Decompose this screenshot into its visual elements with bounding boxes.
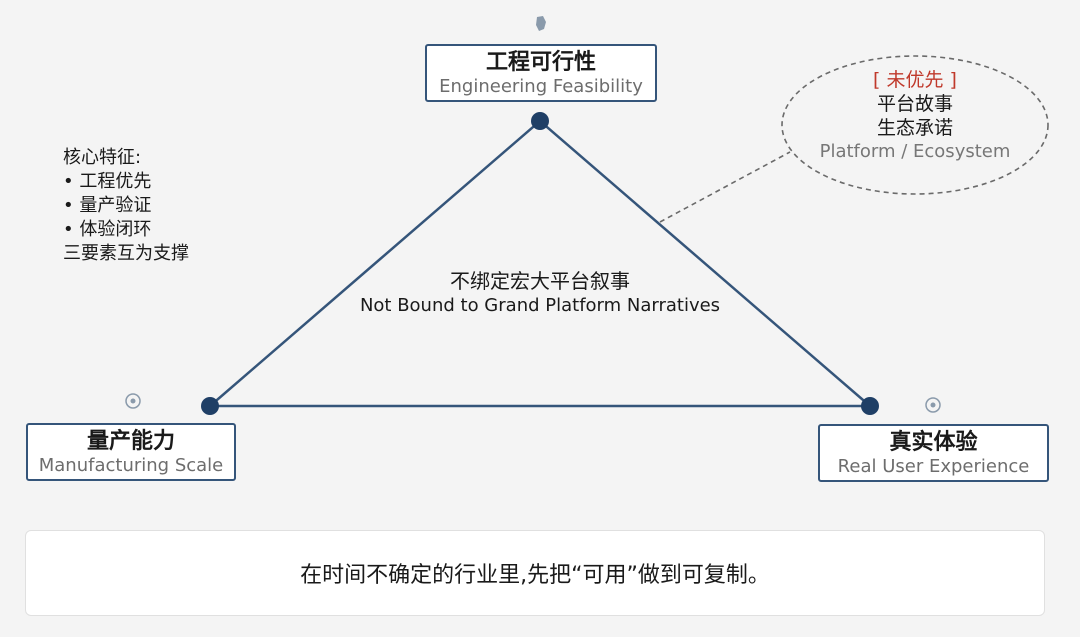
center-label-en: Not Bound to Grand Platform Narratives xyxy=(359,295,721,316)
node-title-zh: 真实体验 xyxy=(889,430,978,455)
triangle xyxy=(208,119,872,408)
feature-item: • 工程优先 xyxy=(63,171,152,192)
node-real-user-experience: 真实体验 Real User Experience xyxy=(818,424,1049,482)
ellipse-tag: [ 未优先 ] xyxy=(873,69,957,91)
vertex-left xyxy=(201,397,219,415)
caption-box: 在时间不确定的行业里,先把“可用”做到可复制。 xyxy=(25,530,1045,616)
node-title-zh: 量产能力 xyxy=(86,429,175,454)
edge-right xyxy=(538,119,872,408)
target-icon xyxy=(125,393,141,409)
node-manufacturing-scale: 量产能力 Manufacturing Scale xyxy=(26,423,236,481)
center-label: 不绑定宏大平台叙事 Not Bound to Grand Platform Na… xyxy=(320,268,760,318)
node-title-en: Engineering Feasibility xyxy=(439,76,643,97)
node-title-zh: 工程可行性 xyxy=(485,50,596,75)
features-title: 核心特征: xyxy=(63,147,142,168)
ellipse-line: 平台故事 xyxy=(876,93,953,115)
ellipse-line: 生态承诺 xyxy=(876,117,953,139)
ellipse-connector xyxy=(659,151,791,223)
node-title-en: Manufacturing Scale xyxy=(38,455,224,476)
features-list: 核心特征: • 工程优先 • 量产验证 • 体验闭环 三要素互为支撑 xyxy=(63,146,189,266)
node-engineering-feasibility: 工程可行性 Engineering Feasibility xyxy=(425,44,657,102)
vertex-top xyxy=(531,112,549,130)
ellipse-outline xyxy=(781,55,1049,195)
pin-icon xyxy=(536,16,546,31)
ellipse-note: [ 未优先 ] 平台故事 生态承诺 Platform / Ecosystem xyxy=(782,68,1048,164)
node-title-en: Real User Experience xyxy=(837,456,1030,477)
target-icon xyxy=(925,397,941,413)
feature-item: • 体验闭环 xyxy=(63,219,152,240)
features-footer: 三要素互为支撑 xyxy=(63,243,189,264)
center-label-zh: 不绑定宏大平台叙事 xyxy=(450,269,630,293)
vertex-right xyxy=(861,397,879,415)
feature-item: • 量产验证 xyxy=(63,195,152,216)
ellipse-en: Platform / Ecosystem xyxy=(819,141,1011,162)
edge-left xyxy=(208,119,542,408)
caption-text: 在时间不确定的行业里,先把“可用”做到可复制。 xyxy=(300,563,770,588)
